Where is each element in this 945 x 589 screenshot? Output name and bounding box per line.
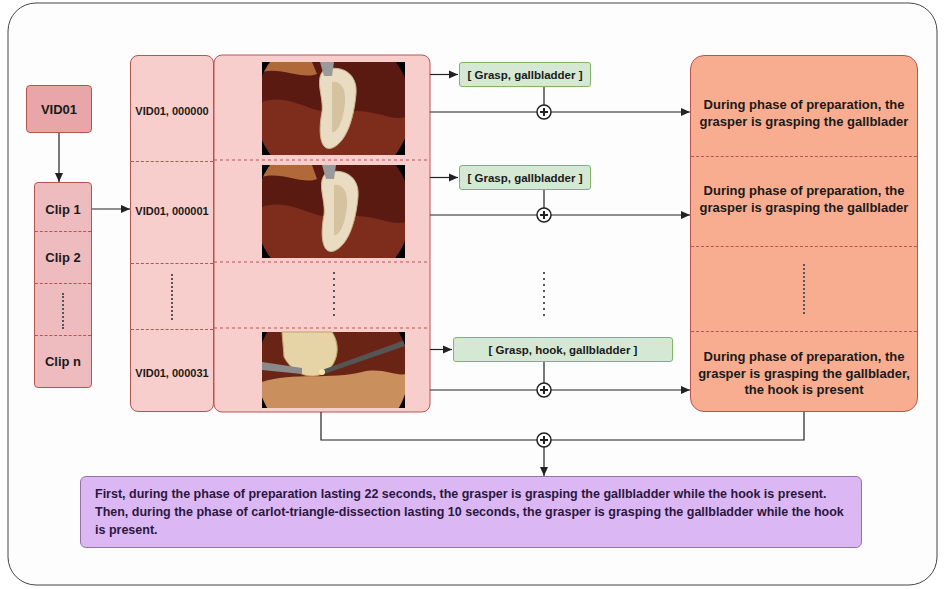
triplet-label: [ Grasp, gallbladder ]	[459, 165, 591, 190]
row-divider	[35, 335, 91, 336]
row-divider	[691, 246, 917, 247]
gallbladder-shade	[334, 185, 347, 235]
connector-arrow	[544, 412, 804, 476]
row-divider	[691, 156, 917, 157]
ellipsis-dots	[803, 264, 805, 314]
frame-id-column: VID01, 000000VID01, 000001VID01, 000031	[130, 55, 214, 412]
merge-line	[321, 412, 537, 440]
outer-frame	[8, 3, 937, 585]
connector-arrow	[58, 133, 59, 182]
node-text: Clip n	[39, 346, 87, 376]
ellipsis-dots	[62, 293, 64, 329]
node-text: VID01, 000001	[135, 196, 209, 226]
node-text: Clip 2	[39, 242, 87, 272]
clip-column: Clip 1 Clip 2 Clip n	[34, 182, 92, 388]
row-divider	[35, 283, 91, 284]
node-text: During phase of preparation, the grasper…	[697, 338, 911, 410]
frame-bg	[262, 62, 405, 155]
surgical-frame	[262, 332, 405, 408]
plus-circle	[537, 105, 551, 119]
node-text: [ Grasp, gallbladder ]	[467, 172, 582, 184]
triplet-label: [ Grasp, gallbladder ]	[459, 62, 591, 87]
image-arrow	[430, 177, 458, 178]
row-divider	[214, 262, 430, 263]
tissue	[262, 332, 405, 408]
grasper	[322, 165, 336, 179]
image-arrow-line	[430, 214, 537, 215]
plus-circle	[537, 208, 551, 222]
image-arrow	[430, 349, 452, 350]
gallbladder	[321, 171, 358, 251]
image-arrow-line	[430, 111, 537, 112]
gallbladder-shade	[332, 82, 345, 132]
fat	[262, 62, 317, 76]
hook	[322, 340, 405, 374]
hook-tip	[319, 369, 325, 375]
tissue	[262, 165, 405, 258]
connector-arrow	[92, 208, 130, 209]
row-divider	[131, 161, 213, 162]
connector-arrow	[544, 362, 690, 390]
row-divider	[131, 263, 213, 264]
node-text: VID01, 000031	[135, 358, 209, 388]
node-text: During phase of preparation, the grasper…	[697, 78, 911, 150]
plus-circle	[537, 383, 551, 397]
node-text: VID01, 000000	[135, 96, 209, 126]
row-divider	[214, 160, 430, 161]
row-divider	[131, 329, 213, 330]
surgical-frame	[262, 165, 405, 258]
frame-bg	[262, 332, 405, 408]
image-column	[214, 55, 430, 412]
image-label-arrows	[430, 75, 458, 350]
plus-circle	[537, 433, 551, 447]
ellipsis-dots	[543, 272, 545, 318]
node-text: First, during the phase of preparation l…	[95, 485, 847, 539]
node-text: [ Grasp, hook, gallbladder ]	[489, 344, 638, 356]
frame-bg	[262, 165, 405, 258]
tissue	[262, 62, 405, 155]
node-text: During phase of preparation, the grasper…	[697, 164, 911, 236]
omentum	[262, 371, 405, 408]
ellipsis-dots	[333, 272, 335, 318]
ellipsis-dots	[171, 274, 173, 320]
triplet-label: [ Grasp, hook, gallbladder ]	[453, 337, 673, 362]
gallbladder	[319, 68, 356, 148]
summary-box: First, during the phase of preparation l…	[80, 476, 862, 548]
image-arrow	[430, 74, 458, 75]
row-divider	[214, 328, 430, 329]
node-text: VID01	[41, 102, 77, 117]
node-text: Clip 1	[39, 194, 87, 224]
row-divider	[691, 331, 917, 332]
surgical-frame	[262, 62, 405, 155]
grasper	[320, 62, 334, 76]
caption-column: During phase of preparation, the grasper…	[690, 55, 918, 412]
grasper	[262, 362, 302, 374]
connector-arrow	[544, 87, 690, 112]
row-divider	[35, 231, 91, 232]
video-box: VID01	[26, 85, 92, 133]
connector-arrow	[544, 190, 690, 215]
fat	[262, 165, 317, 181]
image-arrow-line	[430, 389, 537, 390]
node-text: [ Grasp, gallbladder ]	[467, 69, 582, 81]
